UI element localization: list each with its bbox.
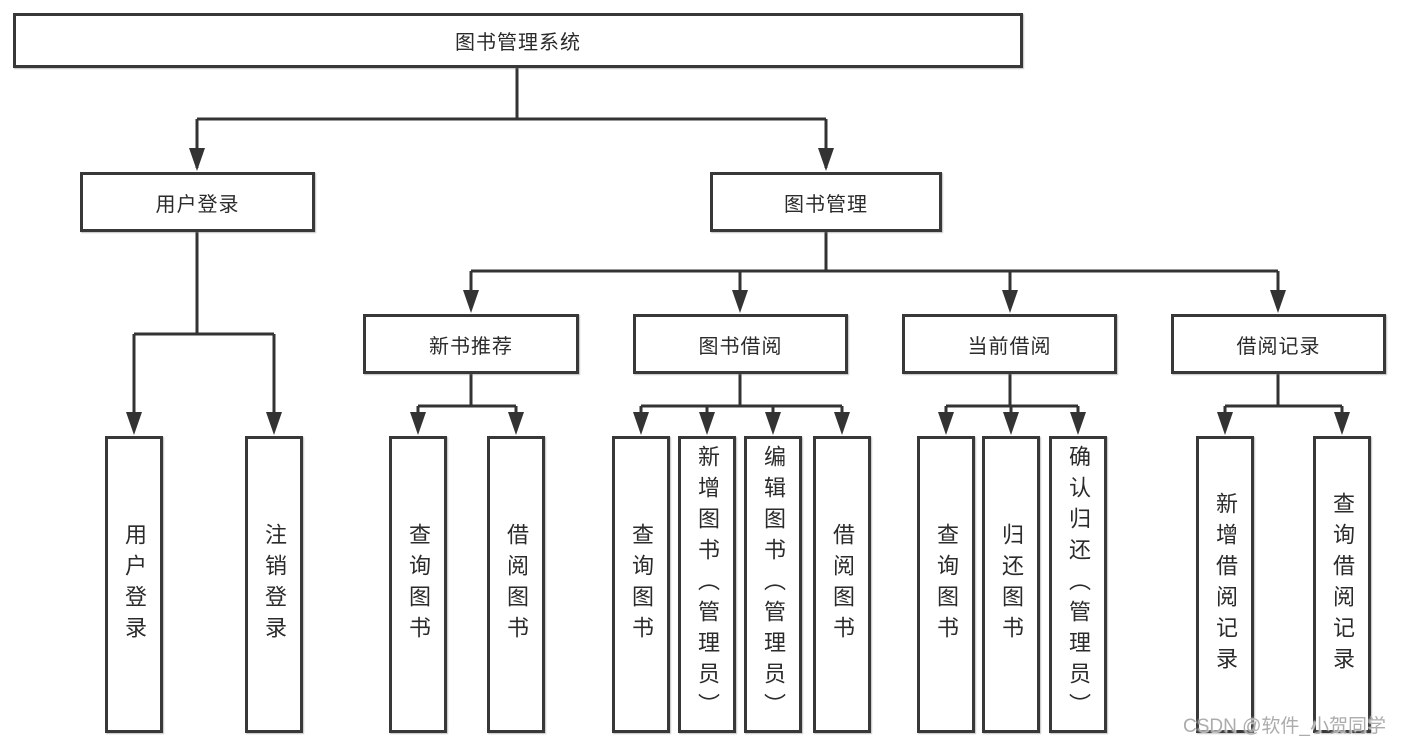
node-leaf-add-books-admin: 新增图书（管理员） <box>678 436 736 733</box>
node-leaf-add-borrow-record: 新增借阅记录 <box>1196 436 1254 733</box>
node-leaf-query-books-1: 查询图书 <box>389 436 447 733</box>
node-leaf-edit-books-admin: 编辑图书（管理员） <box>744 436 802 733</box>
node-current-borrowing: 当前借阅 <box>902 314 1117 374</box>
node-leaf-return-books: 归还图书 <box>982 436 1040 733</box>
node-leaf-borrow-books-2: 借阅图书 <box>813 436 871 733</box>
node-book-borrowing: 图书借阅 <box>633 314 848 374</box>
node-book-management: 图书管理 <box>710 172 942 232</box>
node-user-login: 用户登录 <box>80 172 315 232</box>
node-leaf-query-borrow-record: 查询借阅记录 <box>1313 436 1371 733</box>
node-leaf-user-login: 用户登录 <box>105 436 163 733</box>
node-borrowing-records: 借阅记录 <box>1171 314 1386 374</box>
watermark: CSDN @软件_小贺同学 <box>1183 716 1386 737</box>
node-leaf-logout: 注销登录 <box>245 436 303 733</box>
node-leaf-query-books-2: 查询图书 <box>612 436 670 733</box>
node-leaf-query-books-3: 查询图书 <box>917 436 975 733</box>
node-leaf-borrow-books-1: 借阅图书 <box>487 436 545 733</box>
node-new-book-recommendation: 新书推荐 <box>363 314 579 374</box>
node-leaf-confirm-return-admin: 确认归还（管理员） <box>1049 436 1107 733</box>
node-library-management-system: 图书管理系统 <box>13 13 1023 68</box>
